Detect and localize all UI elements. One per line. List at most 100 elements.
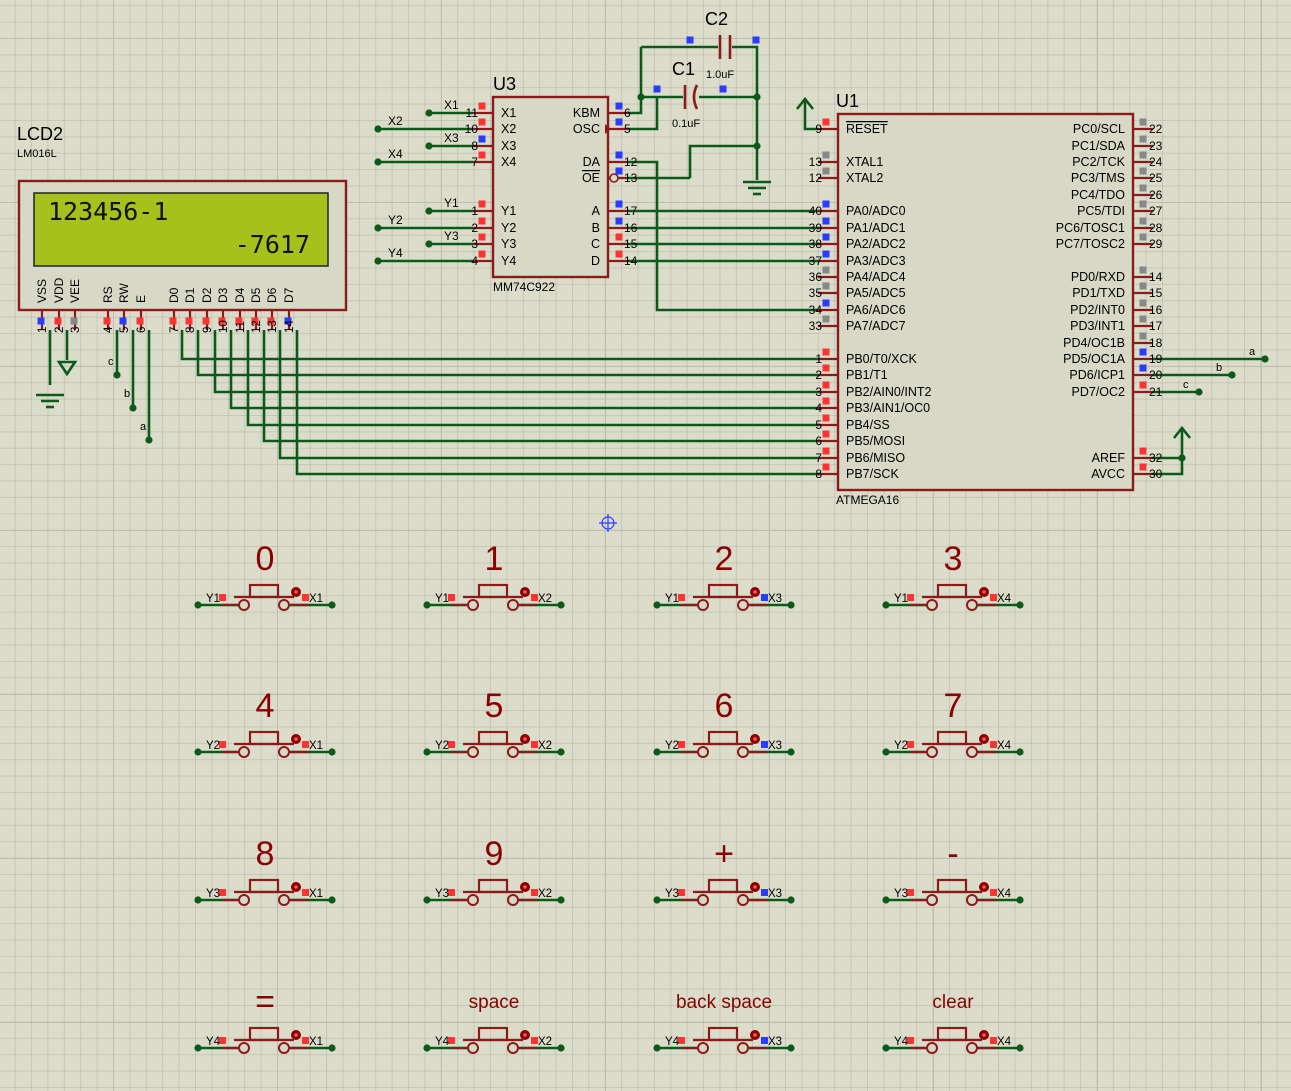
u1-net-b: b (1216, 362, 1222, 374)
key-terminal (787, 896, 795, 904)
key-contact (238, 599, 250, 611)
u3-pin-marker (615, 167, 623, 175)
u3-pin-number: 16 (624, 221, 638, 235)
u3-net-terminal (374, 125, 382, 133)
keypad-button-8[interactable] (194, 878, 336, 906)
u1-pin-name: PA0/ADC0 (846, 204, 906, 218)
key-pin-marker (219, 594, 226, 601)
u3-pin-name: C (591, 237, 600, 251)
key-pin-marker (761, 889, 768, 896)
u3-pin-marker (615, 151, 623, 159)
key-terminal (882, 748, 890, 756)
keypad-button-15[interactable] (882, 1026, 1024, 1054)
keypad-button-14[interactable] (653, 1026, 795, 1054)
keypad-button-7[interactable] (882, 730, 1024, 758)
u3-pin-number: 17 (624, 204, 638, 218)
key-caption: space (469, 992, 520, 1013)
keypad-button-13[interactable] (423, 1026, 565, 1054)
key-actuator-dot (982, 885, 986, 889)
key-net-x: X3 (768, 888, 782, 900)
u3-pin-name: X4 (501, 155, 516, 169)
key-actuator-dot (523, 737, 527, 741)
u1-pin-name: PA3/ADC3 (846, 254, 906, 268)
key-plunger-cap (707, 583, 739, 599)
u3-net-label: Y2 (388, 213, 403, 227)
u1-pin-marker (1139, 364, 1147, 372)
u1-pin-marker (1139, 184, 1147, 192)
u3-pin-name: Y3 (501, 237, 516, 251)
u1-pin-number: 32 (1149, 451, 1163, 465)
keypad-button-2[interactable] (653, 583, 795, 611)
u3-pin-marker (478, 200, 486, 208)
u1-pin-number: 12 (809, 171, 823, 185)
lcd-ground-icon (36, 393, 64, 409)
keypad-button-11[interactable] (882, 878, 1024, 906)
u1-pin-marker (1139, 167, 1147, 175)
lcd-pin-number: 14 (284, 320, 296, 333)
key-caption: 1 (485, 540, 504, 578)
keypad-button-9[interactable] (423, 878, 565, 906)
keypad-button-12[interactable] (194, 1026, 336, 1054)
keypad-button-3[interactable] (882, 583, 1024, 611)
u1-pin-marker (1139, 135, 1147, 143)
da-wire (628, 160, 820, 312)
u1-pin-name: PA4/ADC4 (846, 270, 906, 284)
u3-net-label: X2 (388, 114, 403, 128)
u1-pin-marker (822, 430, 830, 438)
key-terminal (194, 896, 202, 904)
pd5-terminal (1261, 355, 1269, 363)
u1-net-c: c (1183, 379, 1189, 391)
u1-pin-name: AVCC (1091, 467, 1125, 481)
u3-pin-name: Y1 (501, 204, 516, 218)
u1-pin-name: PA6/ADC6 (846, 303, 906, 317)
u3-net-terminal (425, 142, 433, 150)
key-terminal (882, 601, 890, 609)
key-contact (737, 599, 749, 611)
u3-net-label: Y3 (444, 229, 459, 243)
key-net-y: Y2 (665, 740, 679, 752)
oe-ground-wire (688, 144, 757, 178)
key-contact (697, 894, 709, 906)
lcd-pin-name: D2 (200, 287, 214, 303)
u1-pin-marker (1139, 151, 1147, 159)
key-net-y: Y1 (665, 593, 679, 605)
key-plunger-cap (477, 1026, 509, 1042)
lcd-pin-marker (169, 317, 177, 325)
u1-pin-marker (822, 315, 830, 323)
key-contact (238, 1042, 250, 1054)
u1-pin-marker (1139, 118, 1147, 126)
u1-pin-name: PD1/TXD (1072, 286, 1125, 300)
u1-pin-marker (822, 447, 830, 455)
u1-pin-name: XTAL2 (846, 171, 883, 185)
u3-pin-name: X2 (501, 122, 516, 136)
u3-pin-name: X1 (501, 106, 516, 120)
u3-pin-number: 5 (624, 122, 631, 136)
u1-pin-number: 4 (815, 401, 822, 415)
u1-body[interactable] (836, 112, 1135, 492)
key-net-y: Y1 (206, 593, 220, 605)
u3-body[interactable] (491, 95, 610, 279)
keypad-button-10[interactable] (653, 878, 795, 906)
key-net-x: X2 (538, 740, 552, 752)
key-pin-marker (990, 741, 997, 748)
lcd-pin-name: RW (117, 283, 131, 303)
key-pin-marker (761, 741, 768, 748)
keypad-button-6[interactable] (653, 730, 795, 758)
key-caption: - (947, 835, 958, 873)
power-arrow-head (1172, 425, 1192, 439)
u1-pin-marker (1139, 332, 1147, 340)
key-terminal (194, 748, 202, 756)
keypad-button-0[interactable] (194, 583, 336, 611)
key-net-x: X3 (768, 1036, 782, 1048)
reset-power-icon (795, 96, 815, 110)
key-net-y: Y1 (894, 593, 908, 605)
key-pin-marker (448, 741, 455, 748)
aref-junction (1178, 454, 1186, 462)
lcd-pin-number: 7 (169, 327, 181, 333)
origin-crosshair-icon (599, 514, 617, 532)
key-pin-marker (302, 741, 309, 748)
keypad-button-1[interactable] (423, 583, 565, 611)
keypad-button-4[interactable] (194, 730, 336, 758)
keypad-button-5[interactable] (423, 730, 565, 758)
